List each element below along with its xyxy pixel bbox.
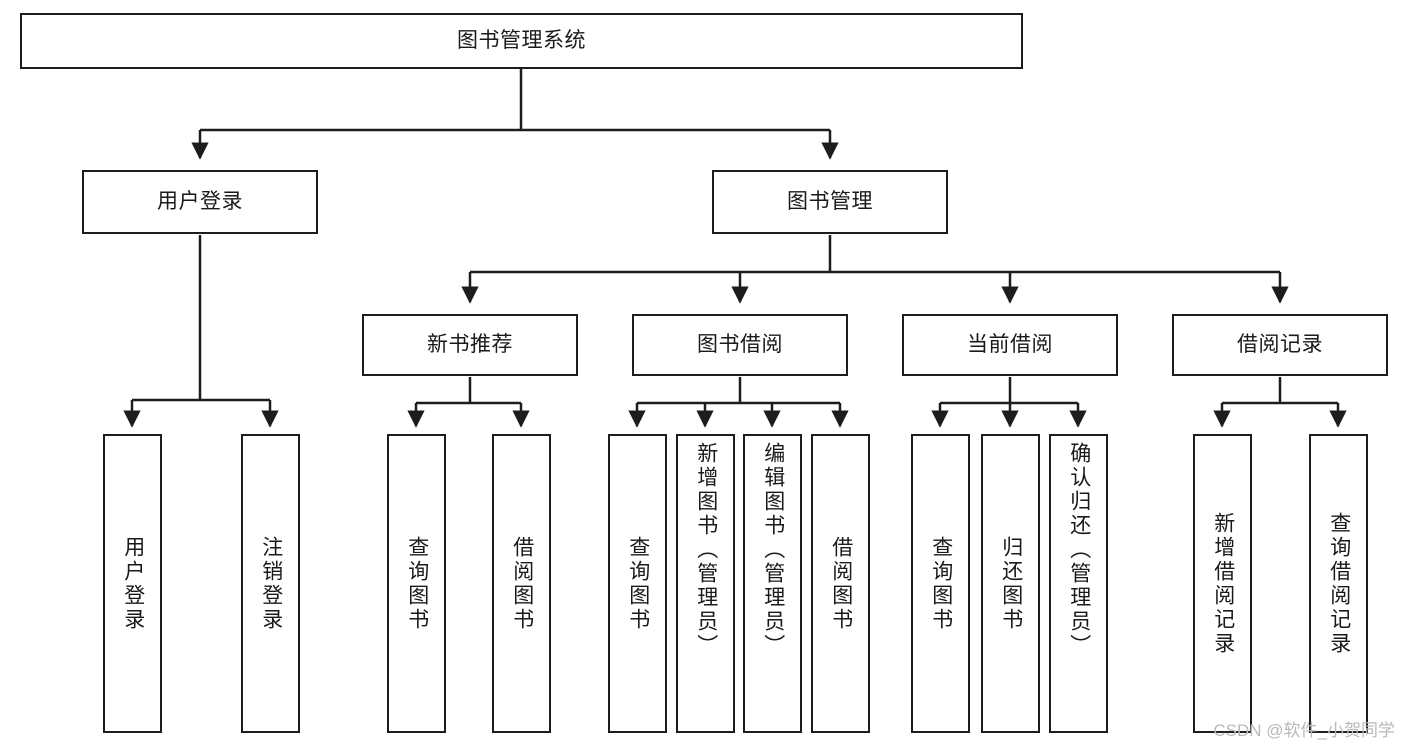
leaf-book-borrow-add-book-admin[interactable]: 新增图书（管理员） <box>676 434 735 733</box>
node-book-management[interactable]: 图书管理 <box>712 170 948 234</box>
node-label: 查询借阅记录 <box>1327 511 1351 656</box>
node-label: 新书推荐 <box>427 332 513 356</box>
node-label: 确认归还（管理员） <box>1067 442 1091 658</box>
node-new-book-recommend[interactable]: 新书推荐 <box>362 314 578 376</box>
node-label: 注销登录 <box>259 535 283 632</box>
node-label: 查询图书 <box>626 535 650 632</box>
node-label: 用户登录 <box>121 535 145 632</box>
leaf-user-login-logout[interactable]: 注销登录 <box>241 434 300 733</box>
node-label: 查询图书 <box>929 535 953 632</box>
node-label: 编辑图书（管理员） <box>761 442 785 658</box>
node-label: 借阅记录 <box>1237 332 1323 356</box>
node-label: 新增图书（管理员） <box>694 442 718 658</box>
csdn-watermark: CSDN @软件_小贺同学 <box>1213 721 1395 740</box>
leaf-user-login-login[interactable]: 用户登录 <box>103 434 162 733</box>
leaf-current-borrow-return-book[interactable]: 归还图书 <box>981 434 1040 733</box>
node-label: 用户登录 <box>157 189 243 213</box>
node-label: 图书管理系统 <box>457 28 586 52</box>
node-label: 查询图书 <box>405 535 429 632</box>
leaf-current-borrow-confirm-return-admin[interactable]: 确认归还（管理员） <box>1049 434 1108 733</box>
leaf-book-borrow-borrow-book[interactable]: 借阅图书 <box>811 434 870 733</box>
node-label: 新增借阅记录 <box>1211 511 1235 656</box>
leaf-book-borrow-query-book[interactable]: 查询图书 <box>608 434 667 733</box>
leaf-borrow-record-query-record[interactable]: 查询借阅记录 <box>1309 434 1368 733</box>
node-label: 借阅图书 <box>510 535 534 632</box>
leaf-new-book-query-book[interactable]: 查询图书 <box>387 434 446 733</box>
leaf-book-borrow-edit-book-admin[interactable]: 编辑图书（管理员） <box>743 434 802 733</box>
node-label: 归还图书 <box>999 535 1023 632</box>
leaf-new-book-borrow-book[interactable]: 借阅图书 <box>492 434 551 733</box>
leaf-current-borrow-query-book[interactable]: 查询图书 <box>911 434 970 733</box>
node-label: 借阅图书 <box>829 535 853 632</box>
node-label: 图书管理 <box>787 189 873 213</box>
node-label: 图书借阅 <box>697 332 783 356</box>
node-root-book-management-system[interactable]: 图书管理系统 <box>20 13 1023 69</box>
leaf-borrow-record-add-record[interactable]: 新增借阅记录 <box>1193 434 1252 733</box>
node-user-login[interactable]: 用户登录 <box>82 170 318 234</box>
node-borrow-record[interactable]: 借阅记录 <box>1172 314 1388 376</box>
node-book-borrow[interactable]: 图书借阅 <box>632 314 848 376</box>
node-current-borrow[interactable]: 当前借阅 <box>902 314 1118 376</box>
node-label: 当前借阅 <box>967 332 1053 356</box>
